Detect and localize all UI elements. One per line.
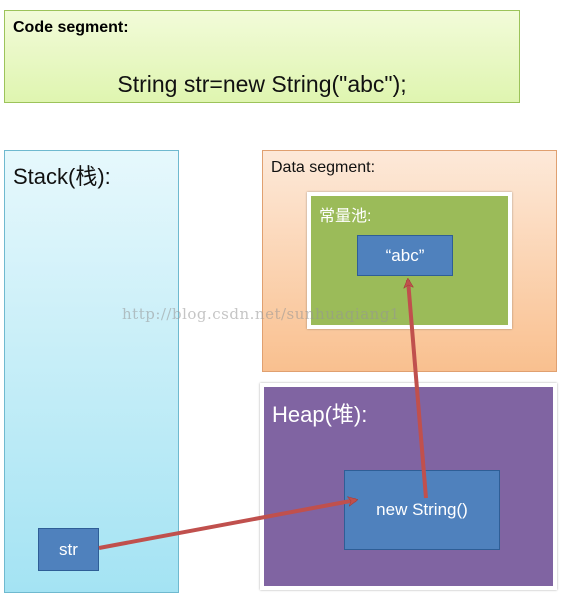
code-segment-box: Code segment: String str=new String("abc… (4, 10, 520, 103)
str-variable-node: str (38, 528, 99, 571)
code-statement: String str=new String("abc"); (117, 71, 407, 97)
heap-title: Heap(堆): (272, 402, 368, 427)
code-segment-title: Code segment: (13, 19, 129, 36)
constant-pool-title: 常量池: (319, 208, 372, 225)
stack-box: Stack(栈): (4, 150, 179, 593)
abc-literal-node: “abc” (357, 235, 453, 276)
data-segment-title: Data segment: (271, 159, 376, 176)
stack-title: Stack(栈): (13, 164, 111, 189)
new-string-object-node: new String() (344, 470, 500, 550)
